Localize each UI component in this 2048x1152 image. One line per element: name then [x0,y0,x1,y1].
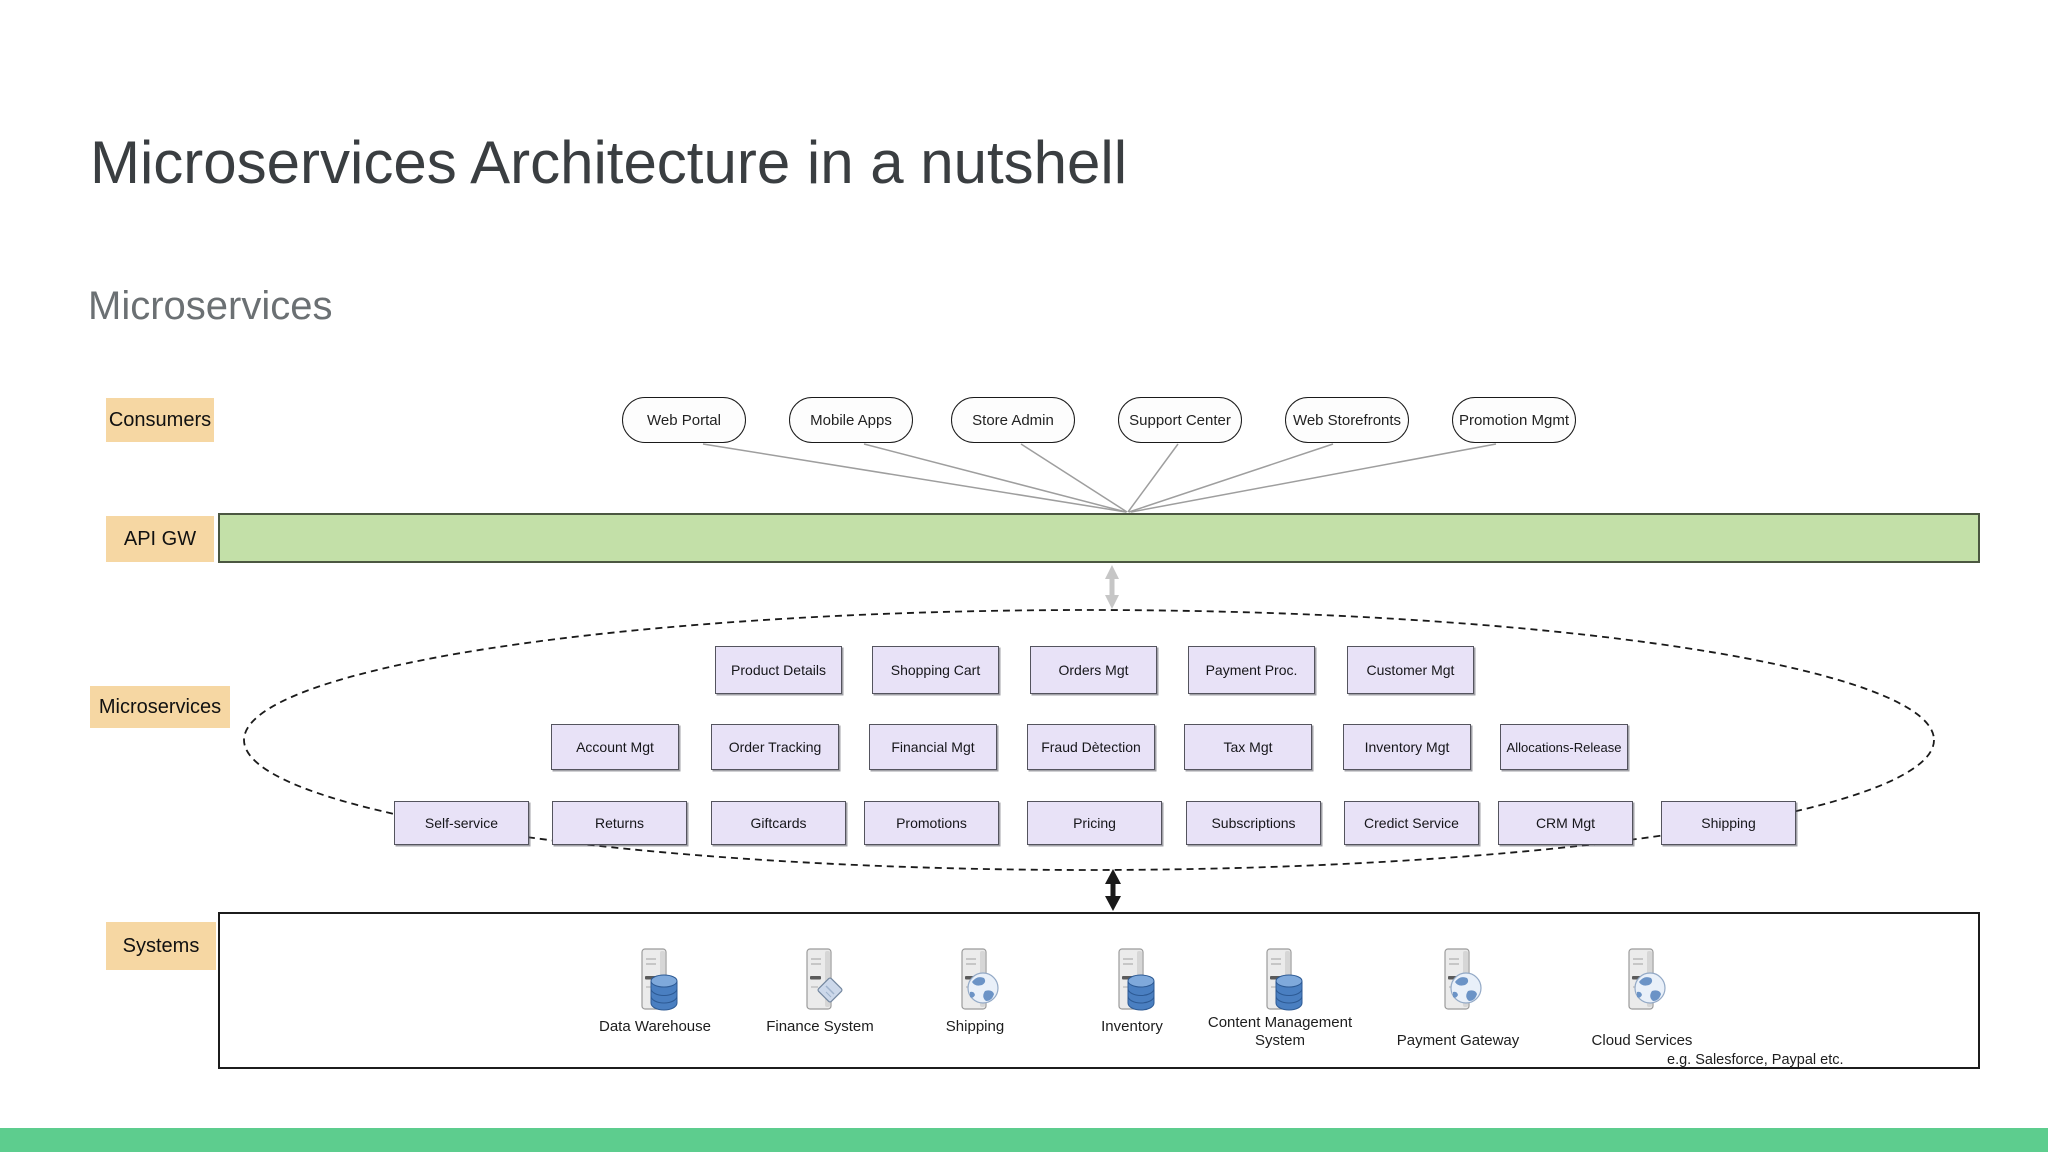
service-fraud-detection: Fraud Dètection [1027,724,1155,770]
service-tax-mgt: Tax Mgt [1184,724,1312,770]
service-self-service: Self-service [394,801,529,845]
system-label: Content Management System [1207,1014,1353,1049]
row-label-systems: Systems [106,922,216,970]
service-subscriptions: Subscriptions [1186,801,1321,845]
microservices-systems-arrow [1105,869,1121,911]
service-account-mgt: Account Mgt [551,724,679,770]
connector-line [1127,443,1179,513]
system-label: Data Warehouse [598,1018,711,1035]
microservices-boundary-ellipse [243,609,1935,871]
service-inventory-mgt: Inventory Mgt [1343,724,1471,770]
system-shipping: Shipping [900,946,1050,1036]
server-globe-icon [946,946,1004,1014]
system-data-warehouse: Data Warehouse [580,946,730,1036]
service-order-tracking: Order Tracking [711,724,839,770]
service-allocations-release: Allocations-Release [1500,724,1628,770]
service-product-details: Product Details [715,646,842,694]
service-crm-mgt: CRM Mgt [1498,801,1633,845]
consumer-web-storefronts: Web Storefronts [1285,397,1409,443]
service-credict-service: Credict Service [1344,801,1479,845]
service-pricing: Pricing [1027,801,1162,845]
system-note: e.g. Salesforce, Paypal etc. [1667,1052,1844,1068]
service-shopping-cart: Shopping Cart [872,646,999,694]
consumer-web-portal: Web Portal [622,397,746,443]
server-globe-icon [1429,946,1487,1014]
system-label: Cloud Services [1591,1032,1693,1049]
system-payment-gateway: Payment Gateway [1383,946,1533,1050]
connector-line [702,443,1127,513]
server-database-icon [626,946,684,1014]
page-title: Microservices Architecture in a nutshell [90,129,1128,196]
connector-line [863,443,1127,513]
system-label: Finance System [766,1018,874,1035]
server-database-icon [1103,946,1161,1014]
system-inventory: Inventory [1057,946,1207,1036]
service-shipping: Shipping [1661,801,1796,845]
consumer-promotion-mgmt: Promotion Mgmt [1452,397,1576,443]
server-card-icon [791,946,849,1014]
apigw-microservices-arrow [1105,565,1119,609]
service-customer-mgt: Customer Mgt [1347,646,1474,694]
consumer-store-admin: Store Admin [951,397,1075,443]
service-returns: Returns [552,801,687,845]
connector-line [1020,443,1128,513]
system-finance-system: Finance System [745,946,895,1036]
system-label: Payment Gateway [1396,1032,1520,1049]
system-cloud-services: Cloud Services e.g. Salesforce, Paypal e… [1567,946,1844,1069]
service-financial-mgt: Financial Mgt [869,724,997,770]
connector-line [1130,443,1497,513]
consumer-connector-lines [702,443,1497,513]
row-label-consumers: Consumers [106,398,214,442]
service-giftcards: Giftcards [711,801,846,845]
system-label: Inventory [1101,1018,1163,1035]
section-subtitle: Microservices [88,284,333,328]
row-label-microservices: Microservices [90,686,230,728]
bottom-accent-band [0,1128,2048,1152]
system-content-management: Content Management System [1200,946,1360,1050]
service-orders-mgt: Orders Mgt [1030,646,1157,694]
systems-container [218,912,1980,1069]
api-gateway-bar [218,513,1980,563]
service-promotions: Promotions [864,801,999,845]
row-label-api-gw: API GW [106,516,214,562]
consumer-support-center: Support Center [1118,397,1242,443]
connector-line [1128,443,1334,513]
server-database-icon [1251,946,1309,1014]
consumer-mobile-apps: Mobile Apps [789,397,913,443]
server-globe-icon [1613,946,1671,1014]
system-label: Shipping [945,1018,1005,1035]
service-payment-proc: Payment Proc. [1188,646,1315,694]
